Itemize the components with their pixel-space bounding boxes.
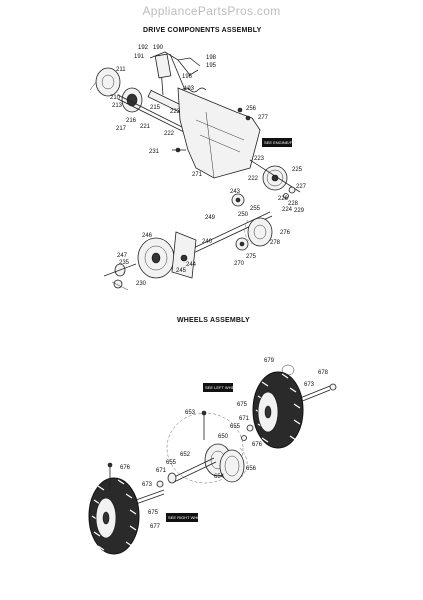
label-231: 231	[149, 149, 160, 155]
label-222b: 222	[248, 176, 259, 182]
label-221: 221	[140, 124, 151, 130]
label-271: 271	[192, 172, 203, 178]
tag-engine-frame	[262, 138, 292, 147]
label-191: 191	[134, 54, 145, 60]
label-255: 255	[250, 206, 261, 212]
watermark: AppliancePartsPros.com	[142, 4, 281, 18]
label-230: 230	[136, 281, 147, 287]
label-229: 229	[294, 208, 305, 214]
label-256: 256	[246, 106, 257, 112]
label-650: 650	[218, 434, 229, 440]
label-244: 244	[186, 262, 197, 268]
drive-assembly-title: DRIVE COMPONENTS ASSEMBLY	[143, 27, 262, 34]
label-270: 270	[234, 261, 245, 267]
label-655b: 655	[166, 460, 177, 466]
label-245: 245	[176, 268, 187, 274]
label-675: 675	[237, 402, 248, 408]
label-195: 195	[206, 63, 217, 69]
label-228: 228	[288, 201, 299, 207]
drive-part-labels: 192 190 198 195 191 196 211 193 210 213 …	[110, 45, 307, 287]
label-671: 671	[239, 416, 250, 422]
tag-engine-frame-text: SEE ENGINE/FRAME	[264, 140, 304, 145]
label-211: 211	[116, 67, 126, 73]
label-653: 653	[185, 410, 196, 416]
label-276: 276	[280, 230, 291, 236]
left-wheel-tire	[252, 371, 304, 449]
label-222: 222	[164, 131, 175, 137]
tag-right-wheel-text: SEE RIGHT WHEEL	[168, 515, 206, 520]
label-678: 678	[318, 370, 329, 376]
label-679: 679	[264, 358, 275, 364]
label-652: 652	[180, 452, 191, 458]
sprocket-276	[247, 217, 273, 247]
label-198: 198	[206, 55, 217, 61]
sprocket-656	[219, 449, 245, 483]
drive-components-drawing	[89, 51, 301, 291]
label-243: 243	[230, 189, 241, 195]
label-193: 193	[184, 86, 195, 92]
label-249: 249	[205, 215, 216, 221]
label-275: 275	[246, 254, 257, 260]
gear-250	[231, 193, 245, 207]
label-196: 196	[182, 74, 193, 80]
hub-246	[137, 237, 175, 279]
label-190: 190	[153, 45, 164, 51]
right-wheel-tire	[88, 477, 140, 555]
label-215: 215	[150, 105, 161, 111]
label-673: 673	[304, 382, 315, 388]
label-247: 247	[117, 253, 128, 259]
wheels-part-labels: 679 678 673 675 653 671 655 676 650 652 …	[120, 358, 329, 530]
label-677: 677	[150, 524, 161, 530]
label-226: 226	[278, 196, 289, 202]
label-673b: 673	[142, 482, 153, 488]
label-277: 277	[258, 115, 269, 121]
tag-left-wheel	[203, 383, 233, 392]
label-671b: 671	[156, 468, 167, 474]
wheels-assembly-drawing	[88, 364, 337, 555]
label-235: 235	[119, 260, 130, 266]
label-213: 213	[112, 103, 123, 109]
label-246: 246	[142, 233, 153, 239]
label-656: 656	[246, 466, 257, 472]
label-192: 192	[138, 45, 149, 51]
sprocket-225	[262, 165, 288, 191]
label-240: 240	[202, 239, 213, 245]
label-676: 676	[252, 442, 263, 448]
label-250: 250	[238, 212, 249, 218]
tag-right-wheel	[166, 513, 198, 522]
label-216: 216	[126, 118, 137, 124]
label-655: 655	[230, 424, 241, 430]
label-217: 217	[116, 126, 127, 132]
label-210: 210	[110, 95, 121, 101]
label-223: 223	[170, 109, 181, 115]
label-676b: 676	[120, 465, 131, 471]
wheels-assembly-title: WHEELS ASSEMBLY	[177, 317, 250, 324]
tag-left-wheel-text: SEE LEFT WHEEL	[205, 385, 240, 390]
label-654: 654	[214, 474, 225, 480]
label-224: 224	[282, 207, 293, 213]
label-223b: 223	[254, 156, 265, 162]
label-278: 278	[270, 240, 281, 246]
label-675b: 675	[148, 510, 159, 516]
label-225: 225	[292, 167, 303, 173]
label-227: 227	[296, 184, 307, 190]
